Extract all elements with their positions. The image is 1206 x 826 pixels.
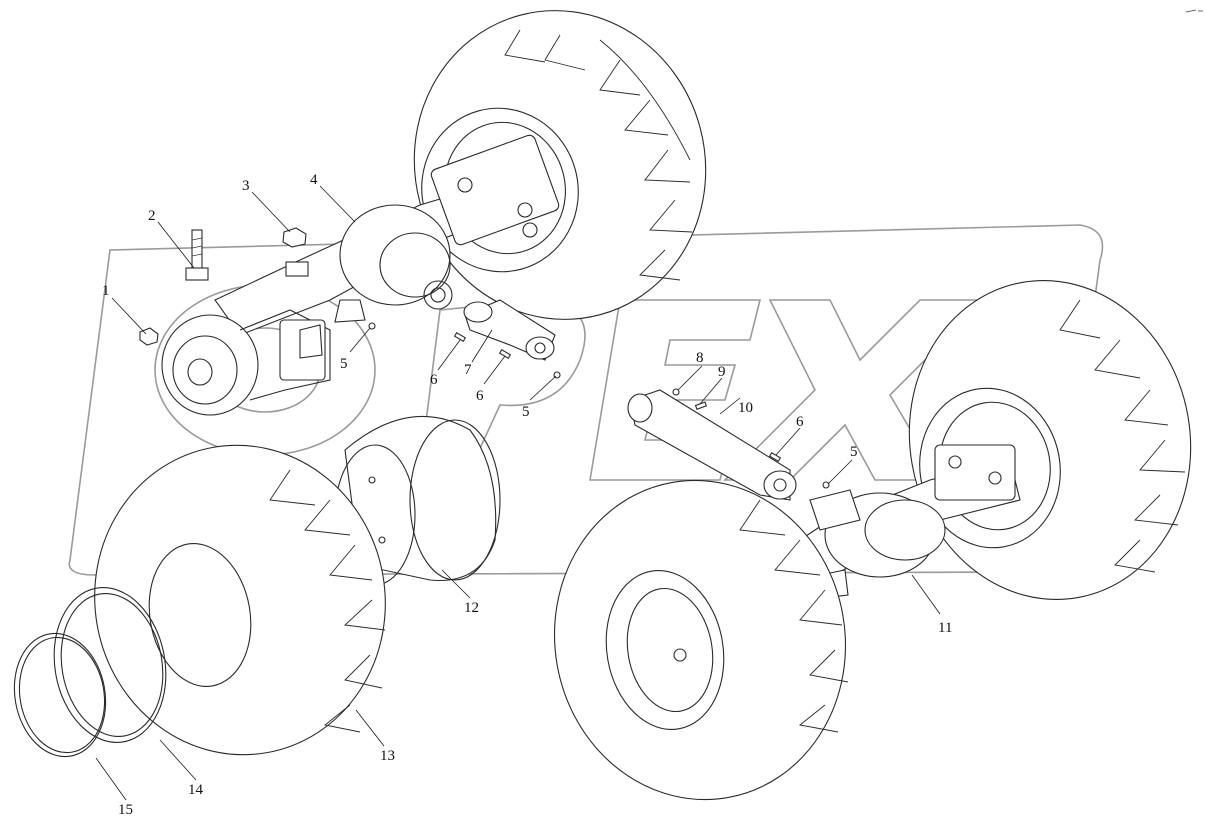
callout-5-rear: 5 — [850, 444, 858, 460]
callout-12: 12 — [464, 600, 479, 616]
callout-2: 2 — [148, 208, 156, 224]
side-ring-part-15 — [13, 632, 107, 758]
rear-right-wheel — [908, 280, 1192, 600]
callout-5-front: 5 — [340, 356, 348, 372]
bolt-part-2 — [185, 229, 209, 281]
leader-lines — [95, 185, 941, 801]
callout-6-front-b: 6 — [476, 388, 484, 404]
callout-6-rear: 6 — [796, 414, 804, 430]
callout-10: 10 — [738, 400, 753, 416]
callout-14: 14 — [188, 782, 204, 798]
callout-labels: 1 2 3 4 5 6 7 6 5 8 9 10 6 5 11 12 13 14… — [102, 172, 952, 818]
nut-part-3 — [282, 227, 309, 277]
front-axle-assembly — [161, 134, 560, 416]
callout-11: 11 — [938, 620, 952, 636]
callout-8: 8 — [696, 350, 704, 366]
callout-3: 3 — [242, 178, 250, 194]
corner-mark — [1185, 9, 1203, 13]
callout-7: 7 — [464, 362, 472, 378]
rear-driveshaft — [627, 388, 830, 501]
tire-part-13 — [94, 444, 386, 756]
callout-15: 15 — [118, 802, 133, 818]
callout-5-driveshaft: 5 — [522, 404, 530, 420]
front-driveshaft — [368, 299, 561, 379]
callout-9: 9 — [718, 364, 726, 380]
callout-4: 4 — [310, 172, 318, 188]
front-right-wheel — [553, 479, 849, 801]
lock-ring-part-14 — [53, 587, 167, 743]
callout-1: 1 — [102, 283, 110, 299]
callout-13: 13 — [380, 748, 395, 764]
callout-6-front-a: 6 — [430, 372, 438, 388]
wheel-rim-part-12 — [334, 415, 501, 586]
